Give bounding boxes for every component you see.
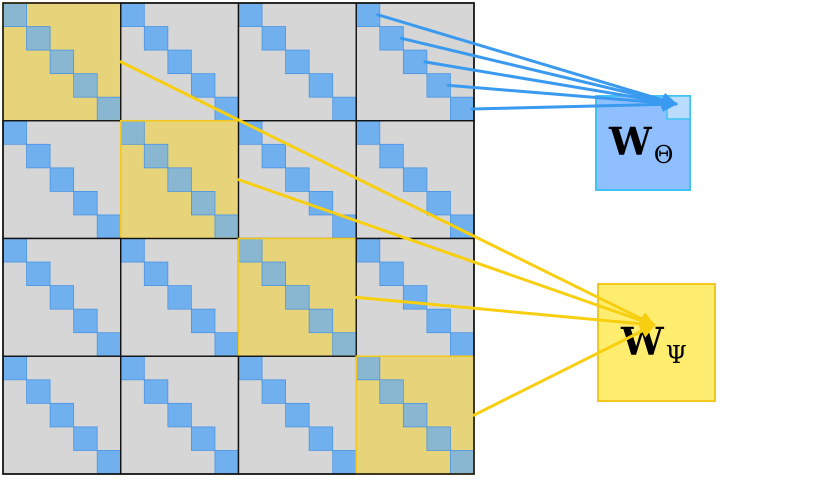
psi-arrow [119, 60, 656, 327]
diagonal-cell [285, 285, 310, 310]
w-psi-label: WΨ [620, 319, 687, 369]
diagonal-cell [73, 426, 98, 451]
diagonal-cell [402, 402, 428, 428]
diagonal-cell [355, 120, 381, 145]
diagonal-cell [49, 285, 75, 310]
diagonal-cell [96, 214, 122, 239]
diagonal-cell [190, 73, 216, 98]
diagonal-cell [402, 49, 428, 75]
diagonal-cell [426, 426, 451, 451]
theta-arrow [423, 60, 678, 110]
diagonal-cell [2, 2, 27, 27]
w-theta-label: WΘ [608, 119, 673, 169]
diagonal-cell [49, 167, 75, 192]
diagonal-cell [214, 214, 239, 239]
w-psi-symbol: W [620, 319, 665, 364]
diagonal-cell [261, 261, 286, 286]
diagonal-cell [49, 49, 75, 75]
diagonal-cell [355, 355, 381, 381]
diagonal-cell [402, 285, 428, 310]
diagonal-cell [143, 26, 169, 51]
diagonal-cell [2, 120, 27, 145]
diagonal-cell [426, 308, 451, 334]
theta-arrow [399, 36, 678, 109]
diagonal-cell [49, 402, 75, 428]
diagonal-cell [308, 308, 334, 334]
diagonal-cell [2, 238, 27, 263]
psi-arrow [472, 323, 656, 417]
w-theta-box: WΘ [595, 95, 691, 191]
diagonal-cell [332, 332, 357, 357]
w-psi-box: WΨ [597, 283, 716, 402]
diagonal-cell [308, 73, 334, 98]
diagonal-cell [143, 379, 169, 404]
w-psi-subscript: Ψ [666, 341, 687, 369]
diagonal-cell [167, 402, 192, 428]
psi-arrow [237, 178, 656, 328]
diagonal-cell [379, 261, 404, 286]
diagonal-cell [120, 238, 145, 263]
diagonal-cell [214, 332, 239, 357]
diagonal-cell [73, 73, 98, 98]
diagonal-cell [167, 285, 192, 310]
diagonal-cell [285, 49, 310, 75]
diagonal-cell [26, 143, 51, 169]
diagonal-cell [26, 379, 51, 404]
w-theta-symbol: W [608, 119, 653, 164]
diagonal-cell [379, 143, 404, 169]
diagonal-cell [26, 261, 51, 286]
arrows [119, 13, 678, 417]
diagonal-cell [96, 96, 122, 122]
diagonal-cell [238, 2, 263, 27]
diagonal-cell [426, 73, 451, 98]
w-theta-subscript: Θ [654, 141, 674, 169]
diagonal-cell [190, 308, 216, 334]
diagonal-cell [73, 190, 98, 216]
diagonal-cell [143, 143, 169, 169]
diagonal-cell [73, 308, 98, 334]
diagonal-cell [167, 167, 192, 192]
diagonal-cell [450, 450, 475, 475]
diagonal-cell [2, 355, 27, 381]
diagonal-cell [261, 379, 286, 404]
theta-arrow [446, 83, 678, 111]
diagonal-cell [120, 120, 145, 145]
diagonal-cell [96, 332, 122, 357]
diagonal-cell [120, 355, 145, 381]
diagonal-cell [261, 26, 286, 51]
diagonal-cell [450, 332, 475, 357]
diagonal-cell [261, 143, 286, 169]
block-matrix [2, 2, 475, 475]
theta-arrow [470, 96, 678, 112]
diagonal-cell [355, 238, 381, 263]
diagonal-cell [120, 2, 145, 27]
diagonal-cell [426, 190, 451, 216]
diagonal-cell [285, 402, 310, 428]
diagonal-cell [190, 190, 216, 216]
theta-arrow [376, 13, 678, 108]
psi-arrow [354, 295, 656, 332]
diagonal-cell [332, 450, 357, 475]
diagonal-cell [238, 355, 263, 381]
diagonal-cell [379, 26, 404, 51]
diagonal-cell [26, 26, 51, 51]
diagonal-cell [96, 450, 122, 475]
diagonal-cell [285, 167, 310, 192]
diagonal-cell [238, 238, 263, 263]
diagonal-cell [450, 96, 475, 122]
matrix-frame [2, 2, 475, 475]
diagonal-cell [355, 2, 381, 27]
diagonal-cell [402, 167, 428, 192]
diagonal-cell [167, 49, 192, 75]
diagonal-cell [143, 261, 169, 286]
w-theta-corner-cell [666, 95, 691, 120]
diagonal-cell [190, 426, 216, 451]
diagonal-cell [379, 379, 404, 404]
diagonal-cell [332, 96, 357, 122]
diagonal-cell [214, 450, 239, 475]
diagonal-cell [308, 426, 334, 451]
